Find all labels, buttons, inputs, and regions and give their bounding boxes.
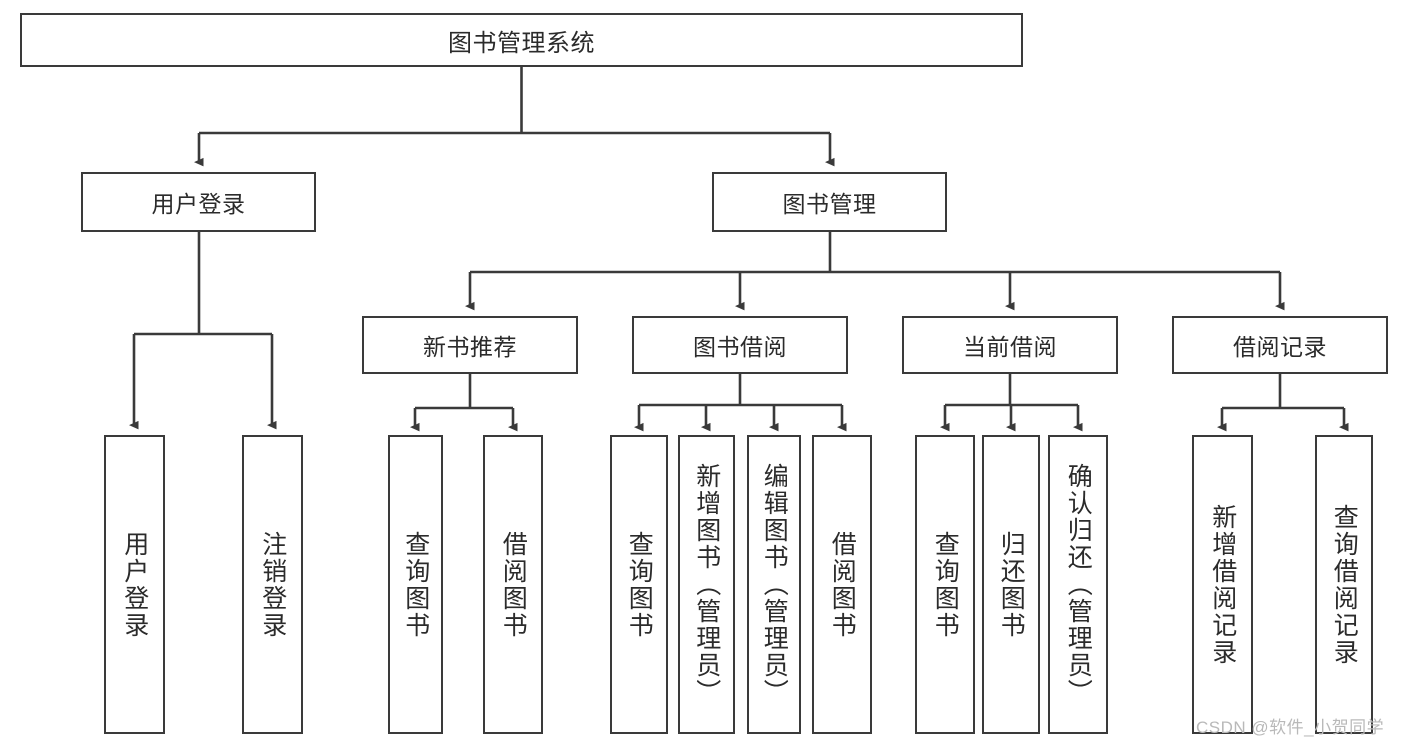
node-label: 确认归还（管理员） <box>1064 463 1093 706</box>
node-label: 新增图书（管理员） <box>692 463 721 706</box>
node-label: 新书推荐 <box>423 334 517 360</box>
node-label: 图书管理系统 <box>448 29 595 57</box>
node-label: 注销登录 <box>258 530 287 639</box>
node-root-system[interactable]: 图书管理系统 <box>20 13 1023 67</box>
node-label: 当前借阅 <box>963 334 1057 360</box>
node-book-borrowing[interactable]: 图书借阅 <box>632 316 848 374</box>
leaf-borrow-book-recommend[interactable]: 借阅图书 <box>483 435 543 734</box>
node-label: 查询图书 <box>625 530 654 639</box>
leaf-query-borrow-record[interactable]: 查询借阅记录 <box>1315 435 1373 734</box>
node-book-management[interactable]: 图书管理 <box>712 172 947 232</box>
node-label: 图书借阅 <box>693 334 787 360</box>
node-label: 用户登录 <box>120 530 149 639</box>
leaf-return-book[interactable]: 归还图书 <box>982 435 1040 734</box>
leaf-query-book-recommend[interactable]: 查询图书 <box>388 435 443 734</box>
leaf-user-login[interactable]: 用户登录 <box>104 435 165 734</box>
leaf-edit-book-admin[interactable]: 编辑图书（管理员） <box>747 435 801 734</box>
node-new-book-recommend[interactable]: 新书推荐 <box>362 316 578 374</box>
csdn-watermark: CSDN @软件_小贺同学 <box>1196 718 1385 737</box>
node-label: 查询图书 <box>401 530 430 639</box>
node-label: 查询图书 <box>931 530 960 639</box>
leaf-query-book-borrowing[interactable]: 查询图书 <box>610 435 668 734</box>
node-user-login[interactable]: 用户登录 <box>81 172 316 232</box>
node-label: 用户登录 <box>151 191 246 217</box>
leaf-add-borrow-record[interactable]: 新增借阅记录 <box>1192 435 1253 734</box>
node-label: 新增借阅记录 <box>1208 503 1237 666</box>
node-label: 图书管理 <box>782 191 877 217</box>
node-label: 编辑图书（管理员） <box>760 463 789 706</box>
leaf-user-logout[interactable]: 注销登录 <box>242 435 303 734</box>
node-borrow-records[interactable]: 借阅记录 <box>1172 316 1388 374</box>
leaf-borrow-book-borrowing[interactable]: 借阅图书 <box>812 435 872 734</box>
node-label: 借阅图书 <box>499 530 528 639</box>
node-label: 借阅图书 <box>828 530 857 639</box>
node-current-borrowing[interactable]: 当前借阅 <box>902 316 1118 374</box>
leaf-confirm-return-admin[interactable]: 确认归还（管理员） <box>1048 435 1108 734</box>
leaf-add-book-admin[interactable]: 新增图书（管理员） <box>678 435 735 734</box>
node-label: 借阅记录 <box>1233 334 1327 360</box>
node-label: 归还图书 <box>997 530 1026 639</box>
node-label: 查询借阅记录 <box>1330 503 1359 666</box>
leaf-query-book-current[interactable]: 查询图书 <box>915 435 975 734</box>
